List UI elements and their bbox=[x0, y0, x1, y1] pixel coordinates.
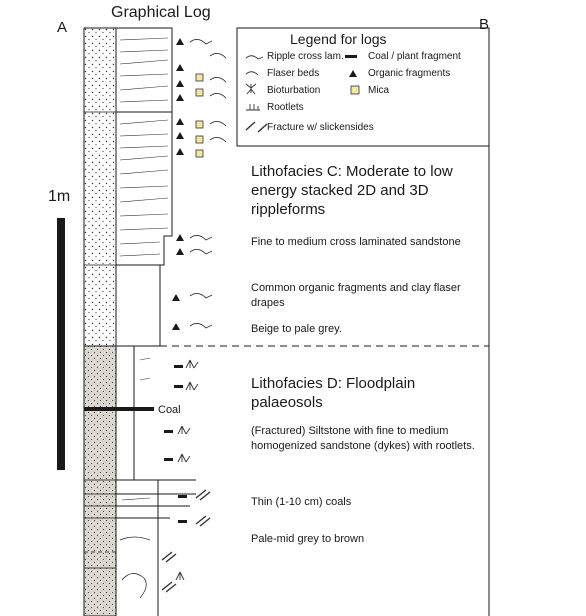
coal-label: Coal bbox=[158, 404, 181, 416]
legend-label-flaser: Flaser beds bbox=[267, 68, 320, 79]
legend-label-ripple: Ripple cross lam. bbox=[267, 51, 344, 62]
coal-fragment-symbols bbox=[164, 365, 187, 523]
organic-fragment-symbols bbox=[172, 38, 184, 330]
column-a-sandstone bbox=[83, 27, 117, 347]
lithofacies-d-desc-2: Thin (1-10 cm) coals bbox=[251, 496, 352, 508]
log-profile bbox=[116, 27, 196, 616]
figure-title: Graphical Log bbox=[111, 4, 211, 21]
legend-label-bioturbation: Bioturbation bbox=[267, 85, 321, 96]
lithofacies-c-desc-2: Common organic fragments and clay flaser… bbox=[251, 282, 461, 309]
column-b-label: B bbox=[479, 16, 490, 33]
legend-fracture-icon bbox=[245, 121, 268, 133]
lithofacies-d-desc-1: (Fractured) Siltstone with fine to mediu… bbox=[251, 425, 475, 452]
legend-mica-icon bbox=[350, 85, 360, 95]
legend-bioturbation-icon bbox=[245, 83, 257, 95]
legend-title: Legend for logs bbox=[290, 31, 387, 47]
legend-ripple-icon bbox=[245, 55, 264, 60]
legend-flaser-icon bbox=[245, 71, 259, 76]
legend-organic-icon bbox=[349, 70, 357, 77]
legend-rootlets-icon bbox=[246, 104, 260, 111]
scale-label: 1m bbox=[48, 188, 71, 205]
lithofacies-c-heading: Lithofacies C: Moderate to low energy st… bbox=[251, 163, 453, 218]
coal-bed bbox=[84, 407, 154, 411]
legend-label-coal: Coal / plant fragment bbox=[368, 51, 461, 62]
legend-coal-icon bbox=[345, 55, 357, 58]
column-a-label: A bbox=[57, 19, 68, 36]
legend-label-organic: Organic fragments bbox=[368, 68, 451, 79]
fracture-symbols bbox=[161, 489, 211, 593]
legend-label-rootlets: Rootlets bbox=[267, 102, 304, 113]
lower-column-sketch bbox=[119, 536, 151, 599]
column-a-siltstone bbox=[83, 345, 117, 616]
lithofacies-c-desc-3: Beige to pale grey. bbox=[251, 323, 342, 335]
legend-label-fracture: Fracture w/ slickensides bbox=[267, 122, 374, 133]
lithofacies-d-heading: Lithofacies D: Floodplain palaeosols bbox=[251, 375, 416, 411]
legend-label-mica: Mica bbox=[368, 85, 390, 96]
lithofacies-d-desc-3: Pale-mid grey to brown bbox=[251, 533, 365, 545]
rootlet-symbols bbox=[175, 359, 199, 581]
legend-box bbox=[236, 27, 490, 147]
scale-bar bbox=[57, 218, 65, 470]
ripple-symbols bbox=[189, 39, 227, 329]
lithofacies-c-desc-1: Fine to medium cross laminated sandstone bbox=[251, 236, 461, 248]
cross-laminations bbox=[119, 37, 169, 501]
mica-symbols bbox=[195, 73, 204, 158]
